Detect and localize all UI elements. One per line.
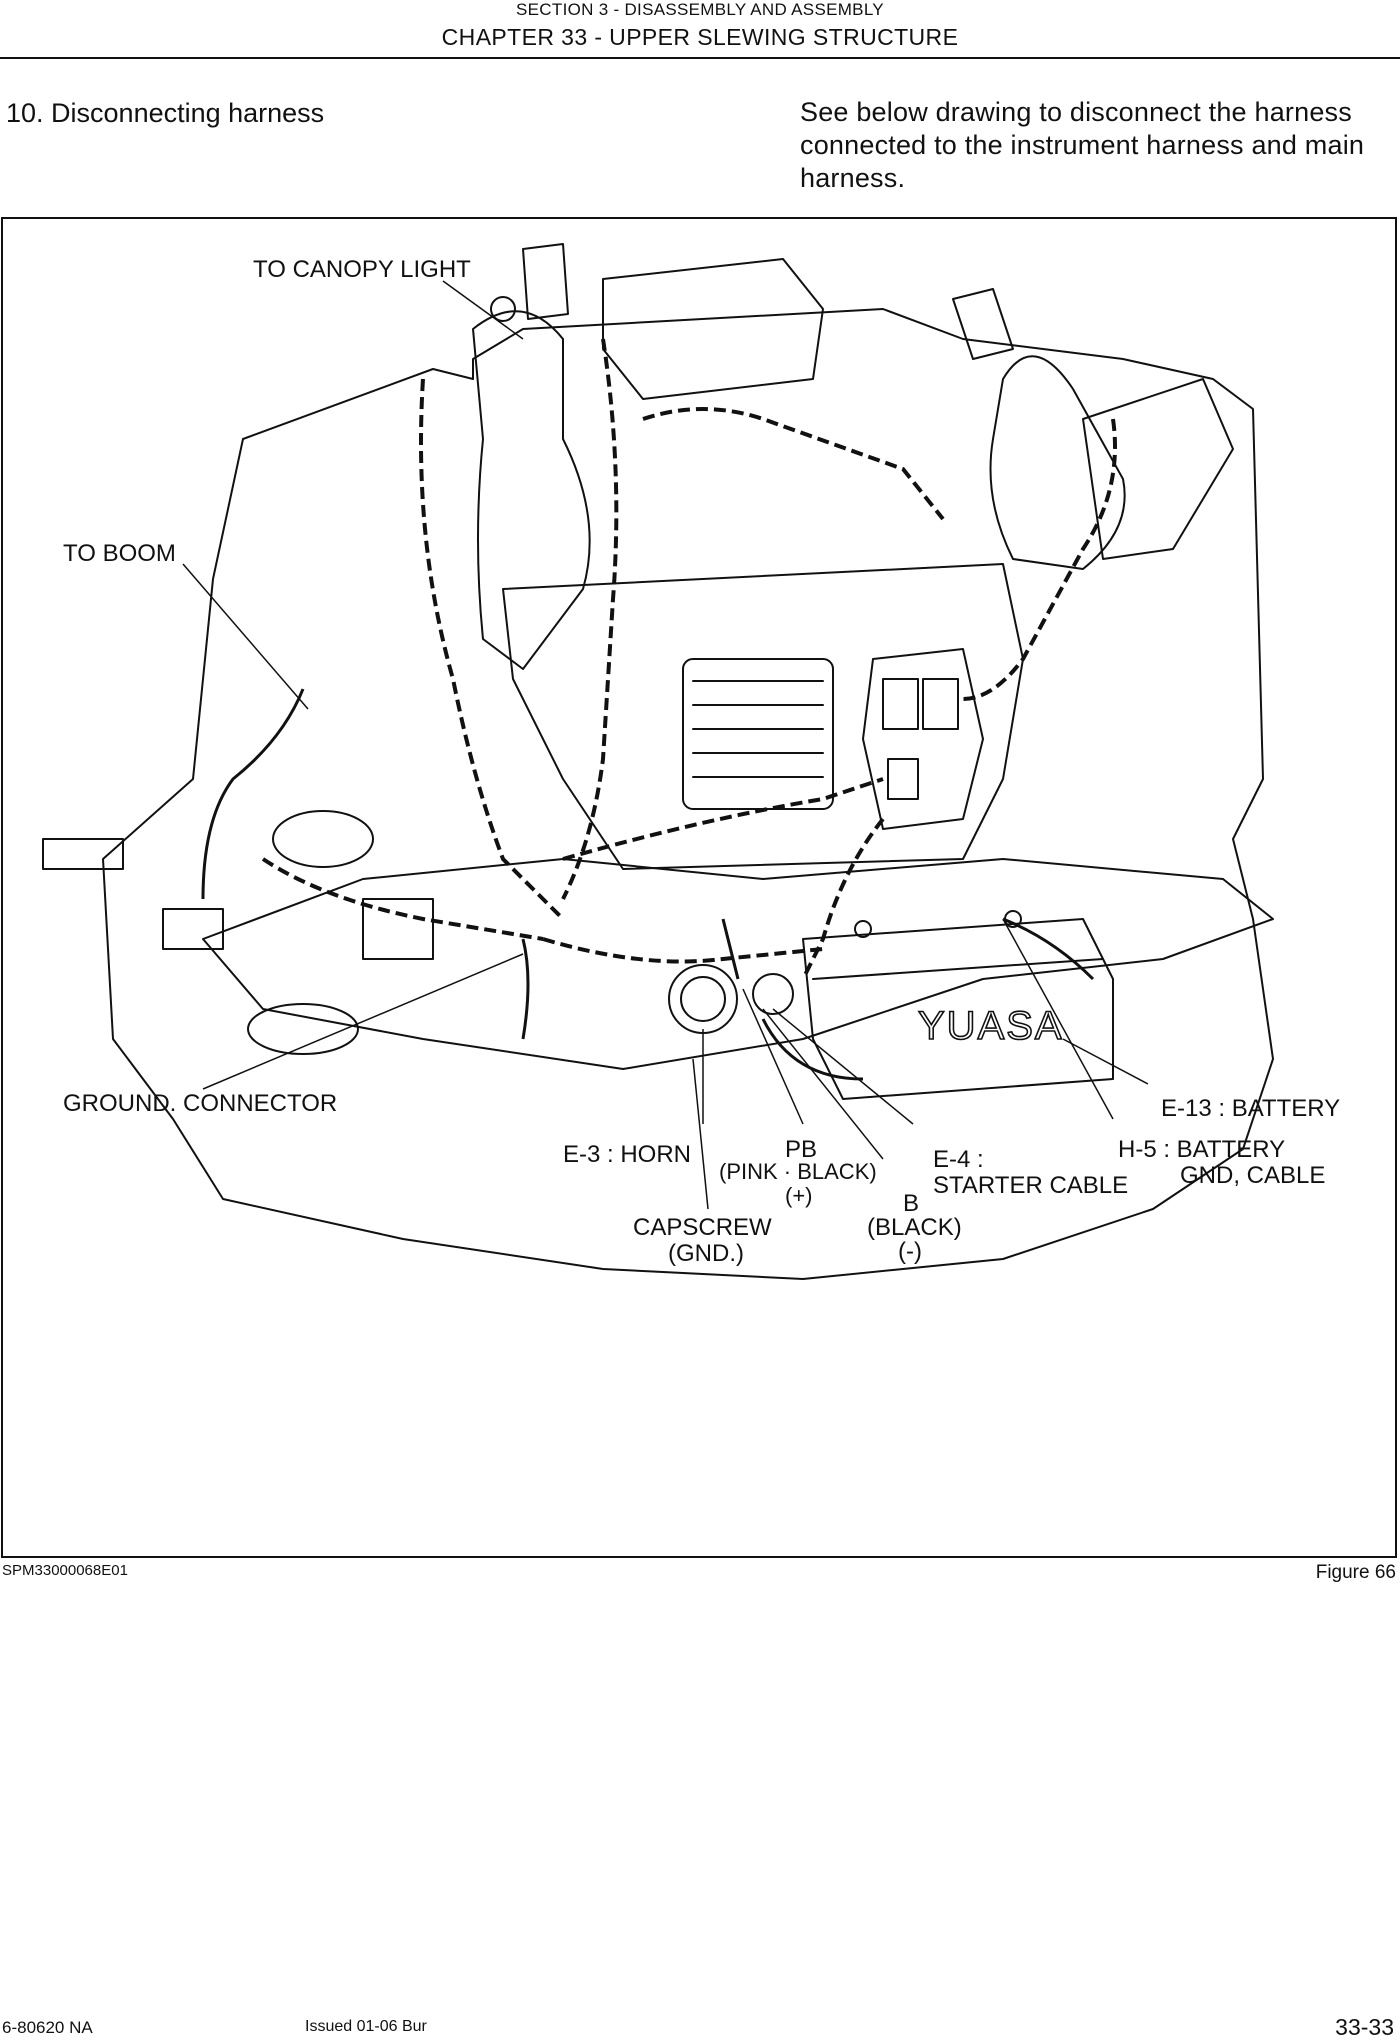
relay (922, 678, 959, 730)
left-knob (490, 296, 516, 322)
frame-outline (102, 308, 1274, 1280)
leader-lines (182, 280, 1149, 1210)
callout-starter-cable: STARTER CABLE (933, 1172, 1128, 1199)
callout-canopy-light: TO CANOPY LIGHT (253, 256, 471, 283)
harness-diagram-figure: YUASA TO CANOPY LIGHT TO BOOM GROUND. CO… (1, 217, 1397, 1558)
battery-body (802, 918, 1114, 1100)
leader-line (742, 988, 804, 1125)
callout-b: B (903, 1190, 919, 1217)
callout-battery: E-13 : BATTERY (1161, 1095, 1340, 1122)
callout-boom: TO BOOM (63, 540, 176, 567)
harness-route (261, 857, 544, 941)
leader-line (692, 1058, 709, 1210)
ground-cable (521, 938, 530, 1040)
callout-battery-gnd-cable: H-5 : BATTERY (1118, 1136, 1285, 1163)
mount-bracket (162, 908, 224, 950)
leader-line (1062, 1038, 1149, 1085)
machine-drawing (42, 243, 1274, 1280)
harness-route (419, 378, 565, 921)
starter-cable (761, 1018, 864, 1081)
mount-bracket (42, 838, 124, 870)
figure-code: SPM33000068E01 (2, 1562, 128, 1579)
leader-line (1002, 918, 1114, 1120)
callout-pb: PB (785, 1136, 817, 1163)
cables (201, 688, 1095, 1081)
relay-block (862, 648, 984, 830)
instruction-line: See below drawing to disconnect the harn… (800, 97, 1352, 127)
callout-battery-gnd-cable: GND, CABLE (1180, 1162, 1325, 1189)
engine-hood (502, 563, 1024, 870)
battery-edge (812, 958, 1104, 980)
leader-line (182, 563, 309, 710)
callout-horn: E-3 : HORN (563, 1141, 691, 1168)
relay (882, 678, 919, 730)
gnd-cable (1002, 917, 1095, 981)
relay (887, 758, 919, 800)
right-joystick (952, 288, 1014, 360)
issue-info: Issued 01-06 Bur (305, 2018, 427, 2035)
harness-routes (261, 338, 1117, 980)
swing-ring (272, 810, 374, 868)
chapter-heading: CHAPTER 33 - UPPER SLEWING STRUCTURE (441, 24, 959, 50)
section-heading: SECTION 3 - DISASSEMBLY AND ASSEMBLY (516, 0, 884, 19)
left-console (472, 310, 591, 670)
header-rule (0, 57, 1400, 59)
left-joystick (522, 243, 569, 320)
harness-route (642, 407, 945, 521)
harness-diagram: YUASA TO CANOPY LIGHT TO BOOM GROUND. CO… (42, 243, 1340, 1280)
callout-pb-sign: (+) (785, 1183, 813, 1208)
right-armrest (1082, 378, 1234, 560)
horn (668, 964, 738, 1034)
instrument-box (602, 258, 824, 400)
cable-coil (752, 973, 794, 1015)
harness-route (962, 418, 1117, 701)
harness-route (801, 817, 885, 980)
callout-capscrew-gnd: (GND.) (668, 1240, 744, 1267)
pb-cable (721, 918, 740, 980)
switch-box (362, 898, 434, 960)
page-number: 33-33 (1335, 2014, 1394, 2040)
leader-line (762, 1008, 884, 1160)
harness-route (562, 777, 884, 861)
leader-line (202, 953, 524, 1090)
callout-b-color: (BLACK) (867, 1214, 962, 1241)
swing-ring (247, 1003, 359, 1055)
figure-number: Figure 66 (1315, 1562, 1396, 1583)
battery-brand: YUASA (918, 1004, 1064, 1048)
instruction-line: connected to the instrument harness and … (800, 130, 1365, 160)
harness-route (561, 338, 619, 900)
boom-cable (201, 688, 305, 900)
callout-b-sign: (-) (898, 1238, 922, 1265)
step-instruction: See below drawing to disconnect the harn… (800, 96, 1400, 195)
callout-pb-color: (PINK · BLACK) (719, 1159, 877, 1184)
battery-terminal (854, 920, 872, 938)
horn (680, 976, 726, 1022)
callout-capscrew: CAPSCREW (633, 1214, 772, 1241)
step-title: 10. Disconnecting harness (6, 98, 325, 128)
right-console (989, 355, 1126, 570)
leader-line (772, 1008, 914, 1125)
callout-starter-cable: E-4 : (933, 1146, 984, 1173)
leader-line (442, 280, 524, 340)
harness-route (542, 937, 824, 964)
deck-plate (202, 858, 1274, 1070)
doc-number: 6-80620 NA (2, 2018, 93, 2037)
instruction-line: harness. (800, 163, 906, 193)
callout-ground-connector: GROUND. CONNECTOR (63, 1090, 337, 1117)
